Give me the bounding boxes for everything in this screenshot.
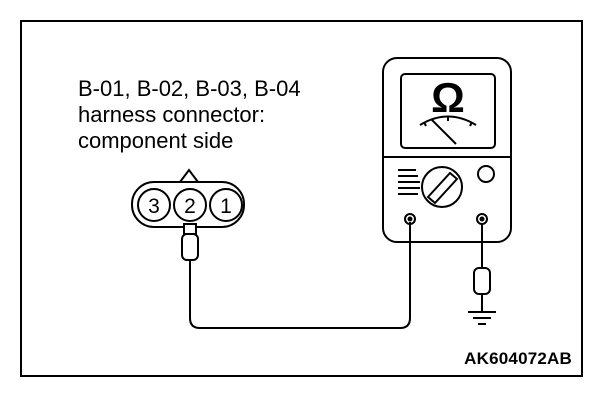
ground-probe-handle [473, 267, 491, 295]
pin-circle-1 [209, 188, 243, 222]
selector-dial [421, 166, 463, 208]
probe-tip [183, 223, 197, 235]
test-lead-wire [189, 222, 411, 329]
test-probe [181, 223, 199, 261]
figure-frame [20, 20, 583, 377]
ground-icon [468, 311, 496, 325]
terminal-positive [404, 213, 416, 225]
connector-title: B-01, B-02, B-03, B-04 harness connector… [78, 76, 301, 154]
figure-code: AK604072AB [464, 349, 572, 368]
terminal-negative-center [479, 216, 485, 222]
meter-needle [431, 119, 457, 145]
meter-tick [423, 121, 427, 127]
connector-title-line1: B-01, B-02, B-03, B-04 [78, 76, 301, 101]
pin-label-1: 1 [220, 195, 232, 218]
connector-lock-tab [179, 168, 199, 183]
pin-label-2: 2 [184, 195, 196, 218]
pin-circle-3 [137, 188, 171, 222]
selector-dial-pointer [426, 171, 459, 205]
meter-body [382, 57, 512, 243]
ground-lead [473, 224, 491, 312]
meter-knob [477, 165, 495, 183]
pin-label-3: 3 [148, 195, 160, 218]
connector-title-line2: harness connector: [78, 102, 266, 127]
terminal-positive-center [407, 216, 413, 222]
connector-title-line3: component side [78, 128, 234, 153]
meter-display [400, 73, 496, 149]
pin-circle-2 [173, 188, 207, 222]
ohmmeter [382, 57, 512, 243]
meter-tick [469, 121, 473, 127]
probe-handle [181, 233, 199, 261]
ohm-symbol: Ω [431, 74, 465, 121]
